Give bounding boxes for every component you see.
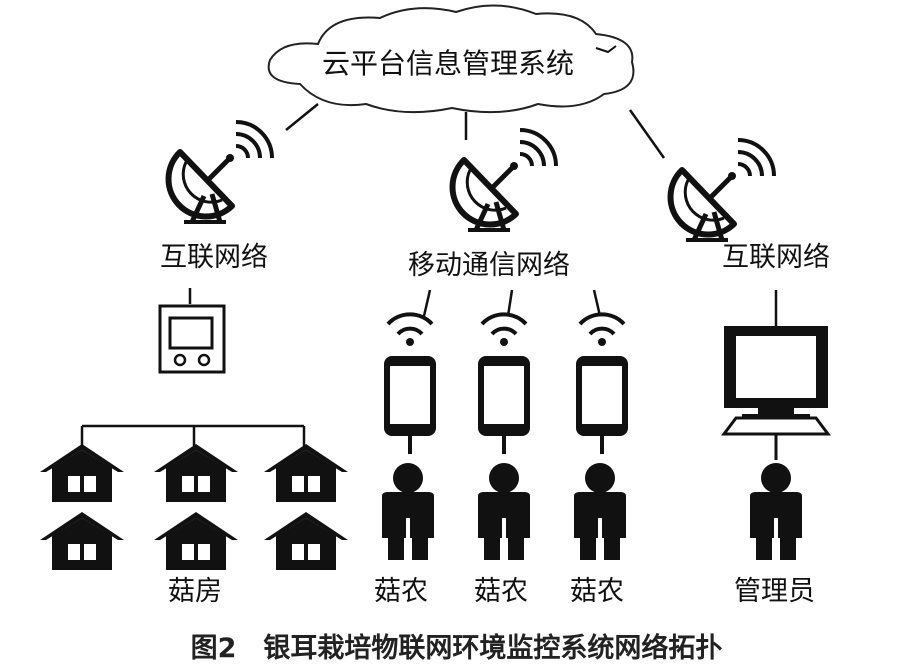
house-icon-3 bbox=[264, 444, 348, 502]
phone-icon-2 bbox=[476, 312, 532, 456]
farmer-label-3: 菇农 bbox=[570, 576, 624, 607]
admin-person-icon bbox=[750, 463, 802, 560]
phone-icon-3 bbox=[574, 312, 630, 456]
house-connector bbox=[80, 424, 306, 446]
farmer-label-2: 菇农 bbox=[474, 576, 528, 607]
mushroom-house-label: 菇房 bbox=[168, 576, 222, 607]
network-label-right: 互联网络 bbox=[722, 242, 830, 273]
farmer-label-1: 菇农 bbox=[374, 576, 428, 607]
satellite-dish-middle-icon bbox=[453, 130, 556, 230]
phone-icon-1 bbox=[382, 312, 438, 456]
link-cloud-right bbox=[628, 109, 666, 159]
network-label-left: 互联网络 bbox=[160, 242, 268, 273]
house-icon-6 bbox=[264, 512, 348, 570]
farmer-person-icon-2 bbox=[478, 463, 530, 560]
satellite-dish-right-icon bbox=[671, 140, 774, 240]
monitor-device-icon bbox=[158, 288, 226, 374]
satellite-dish-left-icon bbox=[169, 122, 272, 222]
cloud-shape bbox=[267, 4, 635, 114]
link-cloud-left bbox=[285, 103, 319, 131]
computer-icon bbox=[721, 290, 831, 460]
figure-caption: 图2 银耳栽培物联网环境监控系统网络拓扑 bbox=[190, 633, 723, 664]
farmer-person-icon-1 bbox=[382, 463, 434, 560]
house-icon-2 bbox=[154, 444, 238, 502]
admin-label: 管理员 bbox=[734, 576, 815, 607]
farmer-person-icon-3 bbox=[574, 463, 626, 560]
house-icon-5 bbox=[154, 512, 238, 570]
house-icon-4 bbox=[40, 512, 124, 570]
network-label-middle: 移动通信网络 bbox=[408, 250, 570, 281]
house-icon-1 bbox=[40, 444, 124, 502]
cloud-label: 云平台信息管理系统 bbox=[322, 47, 575, 80]
